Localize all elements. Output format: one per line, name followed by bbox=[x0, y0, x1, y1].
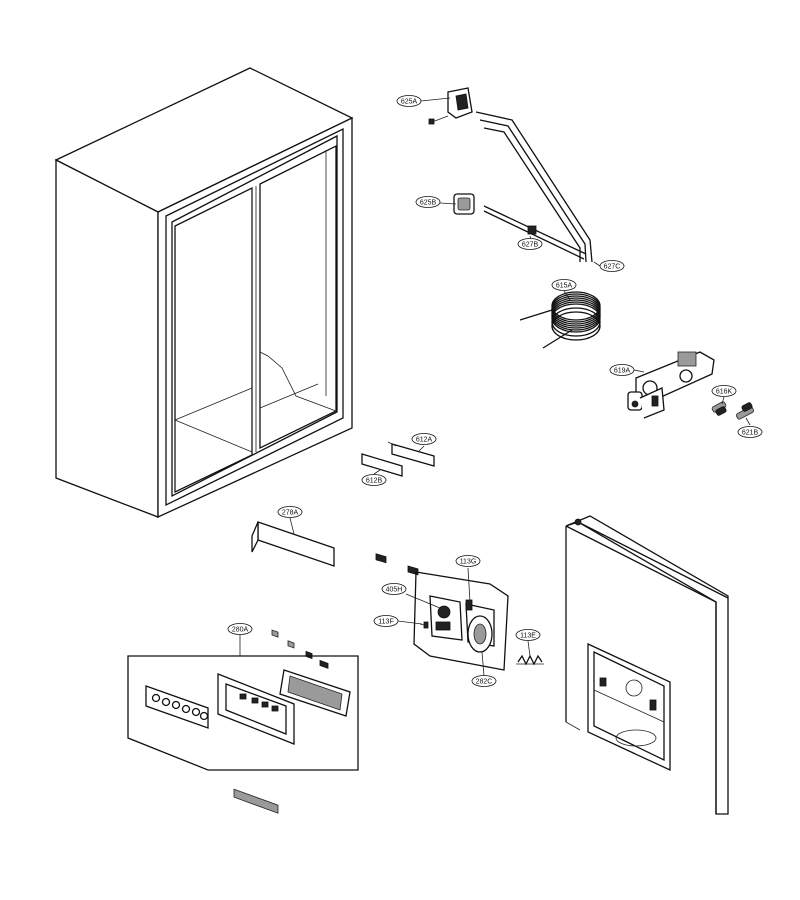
svg-text:625A: 625A bbox=[401, 99, 418, 106]
part-label-621b: 621B bbox=[737, 426, 763, 438]
freezer-door bbox=[565, 515, 729, 815]
svg-text:619A: 619A bbox=[614, 368, 631, 375]
svg-text:278A: 278A bbox=[282, 510, 299, 517]
part-label-282c: 282C bbox=[471, 675, 497, 687]
dispenser-lever-612a bbox=[387, 441, 435, 576]
part-label-405h: 405H bbox=[381, 583, 407, 595]
part-label-625b: 625B bbox=[415, 196, 441, 208]
svg-text:280A: 280A bbox=[232, 627, 249, 634]
part-label-625a: 625A bbox=[396, 95, 422, 107]
fitting-621b bbox=[735, 402, 755, 420]
svg-text:627C: 627C bbox=[604, 264, 621, 271]
auger-assembly-box bbox=[413, 571, 509, 671]
part-label-612b: 612B bbox=[361, 474, 387, 486]
part-label-113g: 113G bbox=[455, 555, 481, 567]
svg-text:405H: 405H bbox=[386, 587, 403, 594]
dispenser-lever-612b bbox=[361, 453, 403, 564]
part-label-278a: 278A bbox=[277, 506, 303, 518]
svg-text:612B: 612B bbox=[366, 478, 383, 485]
refrigerator-cabinet bbox=[54, 67, 354, 519]
leader-lines bbox=[239, 97, 751, 677]
svg-text:616K: 616K bbox=[716, 389, 733, 396]
part-label-627c: 627C bbox=[599, 260, 625, 272]
svg-text:113G: 113G bbox=[460, 559, 477, 566]
svg-text:615A: 615A bbox=[556, 283, 573, 290]
bracket-625b bbox=[453, 193, 475, 215]
spring-113e bbox=[516, 654, 544, 666]
svg-text:625B: 625B bbox=[420, 200, 437, 207]
filter-bracket-625a bbox=[428, 87, 473, 125]
part-label-627b: 627B bbox=[517, 238, 543, 250]
part-label-619a: 619A bbox=[609, 364, 635, 376]
part-label-280a: 280A bbox=[227, 623, 253, 635]
control-housing-278a bbox=[251, 521, 335, 669]
svg-text:612A: 612A bbox=[416, 437, 433, 444]
svg-text:627B: 627B bbox=[522, 242, 539, 249]
water-tube-assembly bbox=[475, 111, 593, 263]
part-label-612a: 612A bbox=[411, 433, 437, 445]
part-label-113f: 113F bbox=[373, 615, 399, 627]
part-label-113e: 113E bbox=[515, 629, 541, 641]
part-label-615a: 615A bbox=[551, 279, 577, 291]
svg-text:113E: 113E bbox=[520, 633, 536, 640]
svg-text:621B: 621B bbox=[742, 430, 759, 437]
svg-text:113F: 113F bbox=[378, 619, 393, 626]
coiled-tube-615a bbox=[519, 291, 601, 349]
water-valve-619a bbox=[627, 351, 715, 419]
dispenser-panel-280a bbox=[127, 655, 359, 814]
svg-text:282C: 282C bbox=[476, 679, 493, 686]
fitting-616k bbox=[711, 401, 727, 416]
part-label-616k: 616K bbox=[711, 385, 737, 397]
